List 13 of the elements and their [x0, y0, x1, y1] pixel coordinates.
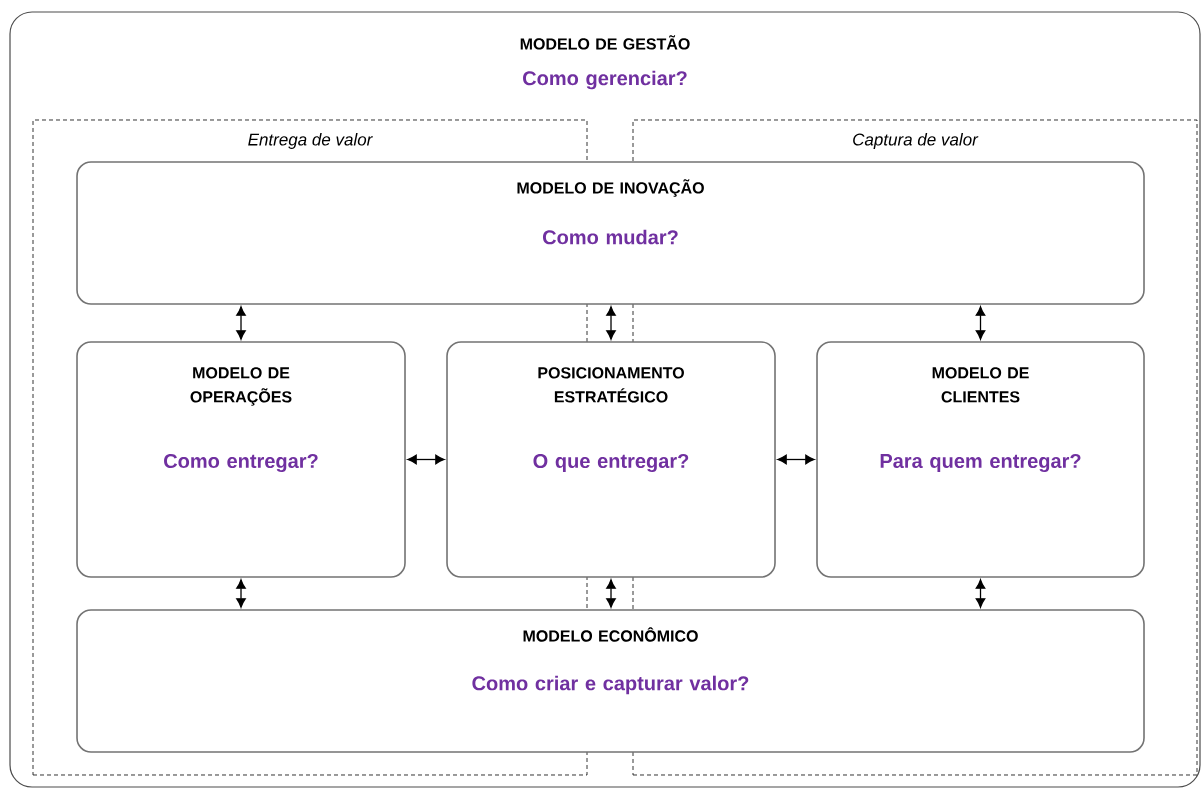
model-box: MODELO DE CLIENTES Para quem entregar? — [816, 341, 1145, 578]
arrow — [606, 306, 616, 340]
arrow — [606, 579, 616, 608]
arrow — [236, 306, 246, 340]
model-box: MODELO ECONÔMICO Como criar e capturar valor? — [76, 609, 1145, 753]
model-box: MODELO DE INOVAÇÃO Como mudar? — [76, 161, 1145, 305]
model-box: MODELO DE OPERAÇÕES Como entregar? — [76, 341, 406, 578]
model-box: POSICIONAMENTO ESTRATÉGICO O que entregar? — [446, 341, 776, 578]
arrow — [236, 579, 246, 608]
arrow — [975, 579, 986, 608]
arrow — [777, 454, 815, 465]
arrow — [407, 454, 445, 465]
arrow — [975, 306, 986, 340]
